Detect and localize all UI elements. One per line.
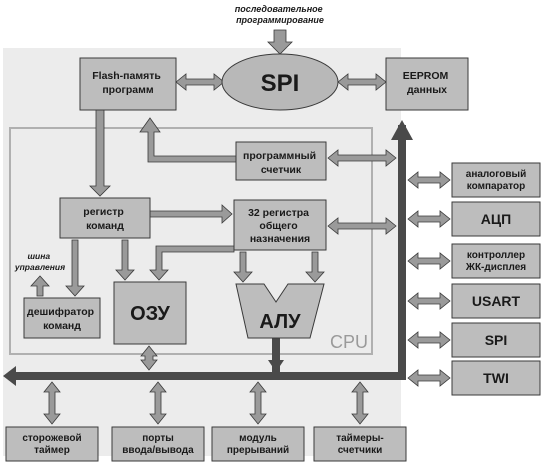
control-bus-label-2: управления (14, 262, 65, 272)
arrow-control-bus (30, 275, 50, 297)
arrow-serial-prog (267, 29, 293, 55)
arrow-regs-alu-2 (305, 251, 325, 283)
general-registers-block (233, 199, 327, 251)
peripheral-block-spi (451, 322, 541, 358)
peripheral-block-аналоговый (451, 162, 541, 198)
serial-prog-line-2: программирование (236, 15, 324, 25)
program-counter-label-1: программный (243, 150, 316, 162)
alu-block (235, 283, 325, 339)
arrow-bus-periph-0 (407, 171, 451, 189)
arrow-bus-bottom-2 (249, 381, 267, 425)
arrow-bus-periph-3 (407, 292, 451, 310)
alu-output-arrow (268, 360, 284, 372)
general-registers-label-2: общего (259, 220, 297, 232)
svg-text:шина управления: шина управления (14, 251, 65, 272)
instruction-register-label-2: команд (86, 220, 124, 232)
svg-text:программный счетчик: программный счетчик (243, 150, 319, 176)
eeprom-label-2: данных (407, 84, 447, 96)
serial-prog-line-1: последовательное (235, 4, 323, 14)
flash-label-1: Flash-память (92, 70, 161, 82)
arrow-bus-periph-5 (407, 369, 451, 387)
peripheral-label-ацп: АЦП (481, 211, 511, 227)
arrow-bus-bottom-3 (351, 381, 369, 425)
cpu-label: CPU (330, 332, 368, 352)
arrow-bus-bottom-0 (43, 381, 61, 425)
peripheral-block-ацп (451, 201, 541, 237)
arrow-bus-bottom-1 (149, 381, 167, 425)
peripheral-label-twi: TWI (483, 370, 509, 386)
flash-memory-block (79, 57, 177, 111)
svg-text:регистр команд: регистр команд (83, 206, 126, 232)
arrow-instr-regs (149, 204, 233, 224)
eeprom-label-1: EEPROM (403, 70, 449, 82)
peripheral-block-сторожевой (5, 426, 99, 462)
arrow-regs-bus (327, 217, 397, 235)
instruction-decoder-block (23, 297, 101, 339)
arrow-flash-instr (89, 109, 111, 197)
flash-label-2: программ (102, 84, 154, 96)
ram-block (113, 281, 187, 345)
arrow-instr-decoder (65, 239, 85, 297)
svg-text:дешифратор команд: дешифратор команд (27, 306, 97, 332)
arrow-regs-alu-1 (233, 251, 253, 283)
peripheral-label-usart: USART (472, 293, 521, 309)
bus-arrow-left (3, 366, 16, 386)
peripheral-block-twi (451, 360, 541, 396)
svg-text:Flash-память программ: Flash-память программ (92, 70, 164, 96)
general-registers-label-1: 32 регистра (248, 207, 309, 219)
cpu-frame (9, 127, 373, 355)
general-registers-label-3: назначения (250, 233, 310, 245)
peripheral-block-таймеры (313, 426, 407, 462)
alu-label: АЛУ (259, 311, 301, 333)
control-bus-label-1: шина (28, 251, 51, 261)
decoder-label-2: команд (43, 320, 81, 332)
instruction-register-label-1: регистр (83, 206, 123, 218)
decoder-label-1: дешифратор (27, 306, 94, 318)
instruction-register-block (59, 197, 151, 239)
spi-label: SPI (261, 70, 300, 97)
arrow-regs-ram (149, 245, 235, 281)
peripheral-block-usart (451, 283, 541, 319)
arrow-bus-periph-2 (407, 252, 451, 270)
arrow-ram-bus (140, 345, 158, 371)
eeprom-block (385, 57, 469, 111)
spi-programming-block (221, 53, 339, 111)
internal-bus-vertical (398, 125, 406, 375)
arrow-instr-ram (115, 239, 135, 281)
arrow-pc-bus (327, 149, 397, 167)
peripheral-block-модуль (211, 426, 305, 462)
alu-output-line (272, 338, 280, 374)
arrow-bus-periph-4 (407, 331, 451, 349)
program-counter-block (235, 141, 327, 181)
svg-text:32 регистра общего: 32 регистра общего назначения (248, 207, 312, 245)
svg-text:EEPROM данных: EEPROM данных (403, 70, 451, 96)
peripheral-label-spi: SPI (485, 332, 508, 348)
peripheral-block-порты (111, 426, 205, 462)
ram-label: ОЗУ (130, 303, 170, 325)
program-counter-label-2: счетчик (261, 164, 302, 176)
bus-arrow-to-eeprom (391, 120, 413, 140)
peripheral-label-таймеры: таймеры-счетчики (336, 433, 384, 456)
peripheral-block-контроллер (451, 243, 541, 279)
internal-bus-horizontal (14, 372, 406, 380)
arrow-bus-periph-1 (407, 210, 451, 228)
svg-text:последовательное програм: последовательное программирование (235, 4, 325, 25)
